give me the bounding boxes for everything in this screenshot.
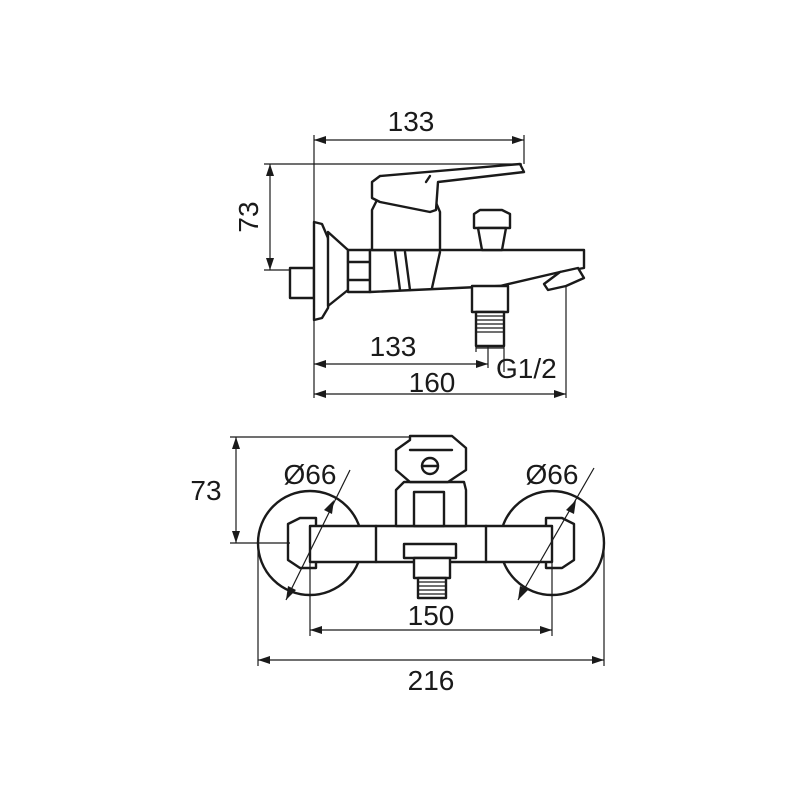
outlet-thread bbox=[474, 310, 506, 348]
dim-label-outlet-distance: 133 bbox=[370, 331, 417, 362]
side-view: 133 73 133 G1/2 bbox=[233, 106, 586, 398]
dim-center-150: 150 bbox=[309, 562, 553, 636]
hex-nut bbox=[346, 248, 372, 294]
dim-bottom-133: 133 bbox=[313, 320, 489, 398]
outlet-body bbox=[470, 284, 510, 314]
dim-label-thread: G1/2 bbox=[496, 353, 557, 384]
flange-cone bbox=[326, 230, 350, 308]
diverter-stem bbox=[476, 226, 508, 252]
dim-top-73: 73 bbox=[190, 436, 410, 544]
diverter-top bbox=[402, 542, 458, 560]
dim-top-133: 133 bbox=[313, 106, 525, 222]
wall-pipe bbox=[288, 266, 316, 300]
dim-side-73: 73 bbox=[233, 163, 522, 271]
dim-label-top-height: 73 bbox=[190, 475, 221, 506]
dim-label-overall-length: 160 bbox=[409, 367, 456, 398]
dim-diameter-right: Ø66 bbox=[517, 459, 595, 601]
dim-label-side-height: 73 bbox=[233, 201, 264, 232]
outlet-thread-lines bbox=[476, 315, 504, 333]
top-view: Ø66 Ø66 73 150 bbox=[190, 434, 606, 696]
lever-handle bbox=[370, 162, 526, 214]
dim-label-width-top: 133 bbox=[388, 106, 435, 137]
dim-label-center-distance: 150 bbox=[408, 600, 455, 631]
dim-label-flange-right: Ø66 bbox=[526, 459, 579, 490]
dim-overall-216: 216 bbox=[257, 543, 605, 696]
dim-thread: G1/2 bbox=[475, 346, 557, 384]
outlet-top bbox=[412, 556, 452, 580]
dim-diameter-left: Ø66 bbox=[284, 459, 351, 601]
outlet-thread-top bbox=[416, 576, 448, 600]
dim-overall-160: 160 bbox=[314, 286, 567, 398]
dim-label-overall-width: 216 bbox=[408, 665, 455, 696]
cartridge-inner bbox=[412, 490, 446, 528]
dim-label-flange-left: Ø66 bbox=[284, 459, 337, 490]
diverter-knob bbox=[472, 208, 512, 230]
